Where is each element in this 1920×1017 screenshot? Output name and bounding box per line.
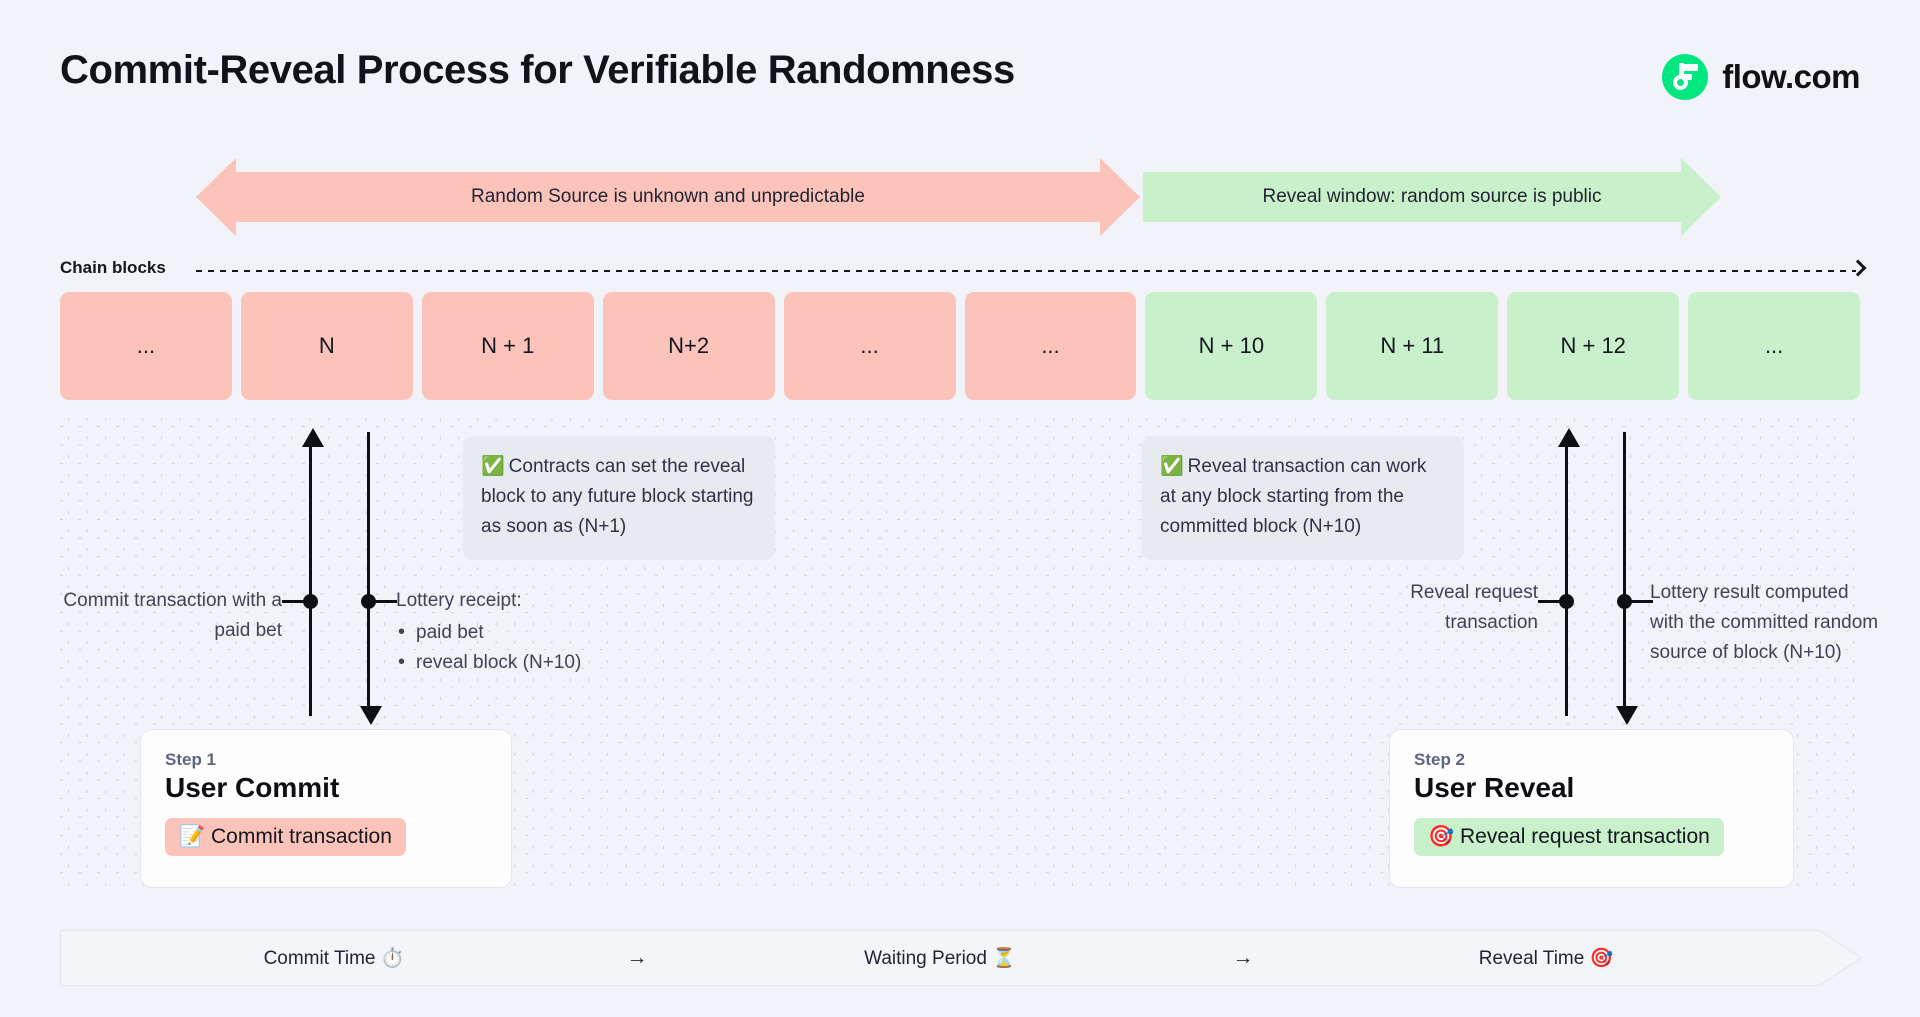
chain-block: N + 12: [1507, 292, 1680, 400]
arrow-head-right-icon: [1100, 158, 1140, 236]
chain-blocks-label: Chain blocks: [60, 258, 166, 277]
lottery-receipt-item: paid bet: [396, 617, 696, 648]
receipt-stub-line: [375, 600, 397, 603]
phase-banners: Random Source is unknown and unpredictab…: [0, 158, 1920, 236]
lottery-receipt-list: paid betreveal block (N+10): [396, 617, 696, 678]
annotation-reveal-request: Reveal request transaction: [1410, 582, 1538, 633]
commit-up-line: [309, 436, 312, 716]
timeline-phase-label: Reveal Time: [1478, 948, 1585, 969]
reveal-up-line: [1565, 436, 1568, 716]
step-1-pill-label: Commit transaction: [211, 825, 392, 848]
chain-rail-line: [196, 270, 1856, 272]
receipt-down-arrow-icon: [360, 706, 382, 725]
step-2-title: User Reveal: [1414, 772, 1575, 803]
step-1-pill[interactable]: 📝 Commit transaction: [165, 818, 406, 856]
result-down-arrow-icon: [1616, 706, 1638, 725]
timeline-separator-arrow-icon: →: [626, 946, 648, 969]
chain-block: N: [240, 292, 413, 400]
chain-block: N+2: [602, 292, 775, 400]
commit-stub-line: [282, 600, 306, 603]
commit-anchor-dot: [303, 594, 318, 609]
timeline-phase: Waiting Period ⏳: [667, 946, 1213, 970]
timeline-phase: Reveal Time 🎯: [1273, 946, 1819, 970]
step-card-user-commit[interactable]: Step 1 User Commit 📝 Commit transaction: [140, 729, 512, 888]
hourglass-icon: ⏳: [992, 948, 1016, 969]
timeline-phase-label: Waiting Period: [864, 948, 987, 969]
step-2-kicker: Step 2: [1414, 750, 1466, 769]
chain-block: N + 10: [1145, 292, 1318, 400]
white-check-mark-icon: ✅: [481, 456, 505, 477]
direct-hit-icon: 🎯: [1589, 948, 1614, 969]
lottery-receipt-title: Lottery receipt:: [396, 590, 522, 611]
result-down-line: [1623, 432, 1626, 708]
result-stub-line: [1631, 600, 1653, 603]
callout-reveal: ✅Reveal transaction can work at any bloc…: [1142, 436, 1464, 560]
page-title: Commit-Reveal Process for Verifiable Ran…: [60, 48, 1015, 92]
receipt-anchor-dot: [361, 594, 376, 609]
timeline-separator-arrow-icon: →: [1232, 946, 1254, 969]
annotation-lottery-receipt: Lottery receipt: paid betreveal block (N…: [396, 586, 696, 678]
chain-block: N + 1: [421, 292, 594, 400]
callout-reveal-text: Reveal transaction can work at any block…: [1160, 456, 1427, 537]
chain-block: ...: [60, 292, 232, 400]
result-anchor-dot: [1617, 594, 1632, 609]
callout-commit: ✅Contracts can set the reveal block to a…: [463, 436, 775, 560]
phase-timeline: Commit Time ⏱️ → Waiting Period ⏳ → Reveal T…: [60, 930, 1820, 986]
chain-block: ...: [1688, 292, 1861, 400]
step-2-pill[interactable]: 🎯 Reveal request transaction: [1414, 818, 1724, 856]
receipt-down-line: [367, 432, 370, 708]
annotation-commit-transaction: Commit transaction with a paid bet: [63, 590, 282, 641]
timeline-phase-label: Commit Time: [263, 948, 376, 969]
banner-reveal-window-label: Reveal window: random source is public: [1262, 186, 1602, 207]
brand-logo: flow.com: [1662, 54, 1860, 100]
arrow-head-left-icon: [196, 158, 236, 236]
lottery-receipt-item: reveal block (N+10): [396, 647, 696, 678]
chain-block: N + 11: [1326, 292, 1499, 400]
white-check-mark-icon: ✅: [1160, 456, 1184, 477]
brand-name: flow.com: [1722, 58, 1860, 95]
direct-hit-icon: 🎯: [1428, 825, 1455, 848]
step-card-user-reveal[interactable]: Step 2 User Reveal 🎯 Reveal request tran…: [1389, 729, 1794, 888]
arrow-head-right-icon: [1681, 158, 1721, 236]
timeline-phase: Commit Time ⏱️: [61, 946, 607, 970]
chain-block: ...: [783, 292, 956, 400]
banner-unpredictable-label: Random Source is unknown and unpredictab…: [471, 186, 865, 207]
step-1-title: User Commit: [165, 772, 340, 803]
flow-logo-icon: [1662, 54, 1709, 100]
reveal-stub-line: [1538, 600, 1562, 603]
memo-icon: 📝: [179, 825, 206, 848]
chain-block: ...: [964, 292, 1137, 400]
banner-unpredictable: Random Source is unknown and unpredictab…: [196, 158, 1140, 236]
reveal-up-arrow-icon: [1558, 428, 1580, 447]
chain-rail-arrow-icon: [1849, 259, 1867, 277]
reveal-anchor-dot: [1559, 594, 1574, 609]
banner-reveal-window: Reveal window: random source is public: [1143, 158, 1721, 236]
annotation-lottery-result: Lottery result computed with the committ…: [1650, 582, 1879, 663]
stopwatch-icon: ⏱️: [380, 948, 405, 969]
commit-up-arrow-icon: [302, 428, 324, 447]
callout-commit-text: Contracts can set the reveal block to an…: [481, 456, 754, 537]
timeline-arrow-outline: [1819, 930, 1862, 986]
step-1-kicker: Step 1: [165, 750, 217, 769]
step-2-pill-label: Reveal request transaction: [1460, 825, 1710, 848]
